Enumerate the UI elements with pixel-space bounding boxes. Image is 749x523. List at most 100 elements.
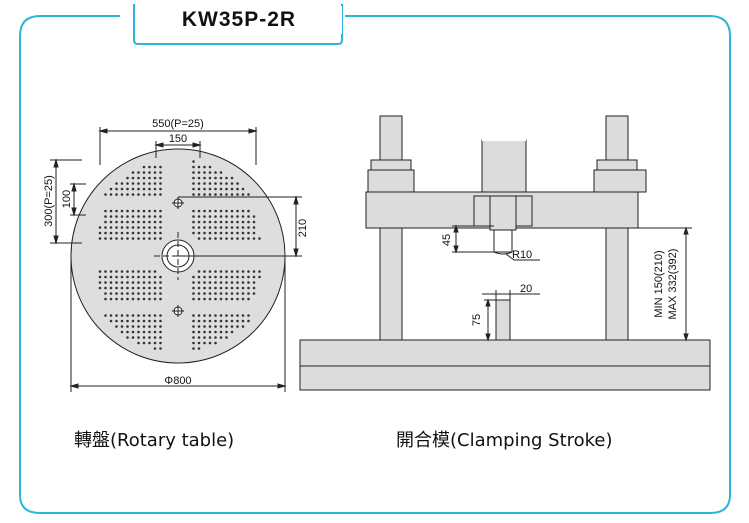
hole-dot: [126, 237, 129, 240]
hole-dot: [241, 319, 245, 323]
hole-dot: [104, 209, 107, 213]
hole-dot: [208, 336, 212, 339]
dim-550-label: 550(P=25): [152, 118, 204, 130]
hole-dot: [153, 281, 157, 284]
hole-dot: [115, 182, 118, 185]
dim-75-label: 75: [471, 314, 483, 326]
hole-dot: [131, 226, 135, 229]
hole-dot: [219, 215, 223, 218]
hole-dot: [131, 171, 135, 174]
hole-dot: [258, 270, 261, 273]
hole-dot: [225, 336, 228, 339]
hole-dot: [120, 275, 124, 279]
hole-dot: [214, 193, 217, 196]
hole-dot: [219, 297, 223, 301]
hole-dot: [120, 319, 124, 323]
hole-dot: [203, 176, 206, 180]
hole-dot: [115, 231, 118, 235]
hole-dot: [236, 193, 239, 196]
hole-dot: [148, 182, 151, 185]
hole-dot: [126, 270, 129, 273]
hole-dot: [153, 165, 157, 169]
hole-dot: [241, 220, 245, 224]
hole-dot: [131, 319, 135, 323]
hole-dot: [192, 341, 195, 345]
hole-dot: [142, 325, 146, 328]
hole-dot: [252, 286, 256, 290]
hole-dot: [153, 297, 157, 301]
hole-dot: [208, 220, 212, 224]
hole-dot: [115, 275, 118, 279]
hole-dot: [247, 319, 250, 323]
hole-dot: [126, 275, 129, 279]
hole-dot: [142, 176, 146, 180]
hole-dot: [192, 226, 195, 229]
hole-dot: [225, 292, 228, 295]
hole-dot: [252, 215, 256, 218]
hole-dot: [203, 341, 206, 345]
hole-dot: [208, 275, 212, 279]
hole-dot: [247, 281, 250, 284]
hole-dot: [120, 209, 124, 213]
hole-dot: [153, 314, 157, 317]
hole-dot: [247, 209, 250, 213]
hole-dot: [126, 182, 129, 185]
hole-dot: [137, 237, 140, 240]
hole-dot: [115, 187, 118, 191]
hole-dot: [208, 325, 212, 328]
hole-dot: [148, 292, 151, 295]
clamping-drawing: [299, 115, 711, 391]
hole-dot: [247, 286, 250, 290]
hole-dot: [126, 319, 129, 323]
hole-dot: [214, 314, 217, 317]
hole-dot: [159, 209, 162, 213]
hole-dot: [236, 182, 239, 185]
hole-dot: [208, 231, 212, 235]
hole-dot: [203, 220, 206, 224]
hole-dot: [148, 165, 151, 169]
hole-dot: [236, 314, 239, 317]
hole-dot: [120, 281, 124, 284]
hole-dot: [126, 286, 129, 290]
hole-dot: [214, 182, 217, 185]
hole-dot: [192, 336, 195, 339]
hole-dot: [98, 275, 102, 279]
hole-dot: [230, 231, 234, 235]
hole-dot: [131, 281, 135, 284]
hole-dot: [192, 182, 195, 185]
hole-dot: [241, 237, 245, 240]
hole-dot: [148, 336, 151, 339]
hole-dot: [214, 281, 217, 284]
hole-dot: [148, 275, 151, 279]
hole-dot: [203, 330, 206, 334]
hole-dot: [159, 215, 162, 218]
hole-dot: [219, 336, 223, 339]
hole-dot: [197, 297, 201, 301]
hole-dot: [120, 286, 124, 290]
hole-dot: [225, 209, 228, 213]
hole-dot: [126, 187, 129, 191]
hole-dot: [159, 275, 162, 279]
hole-dot: [236, 275, 239, 279]
hole-dot: [219, 292, 223, 295]
hole-dot: [142, 165, 146, 169]
hole-dot: [247, 275, 250, 279]
hole-dot: [197, 330, 201, 334]
hole-dot: [208, 193, 212, 196]
hole-dot: [252, 231, 256, 235]
hole-dot: [153, 319, 157, 323]
hole-dot: [197, 319, 201, 323]
hole-dot: [153, 270, 157, 273]
hole-dot: [126, 215, 129, 218]
hole-dot: [131, 286, 135, 290]
hole-dot: [219, 286, 223, 290]
hole-dot: [230, 297, 234, 301]
hole-dot: [252, 281, 256, 284]
hole-dot: [208, 341, 212, 345]
hole-dot: [225, 193, 228, 196]
hole-dot: [192, 215, 195, 218]
hole-dot: [126, 297, 129, 301]
hole-dot: [225, 220, 228, 224]
hole-dot: [142, 237, 146, 240]
